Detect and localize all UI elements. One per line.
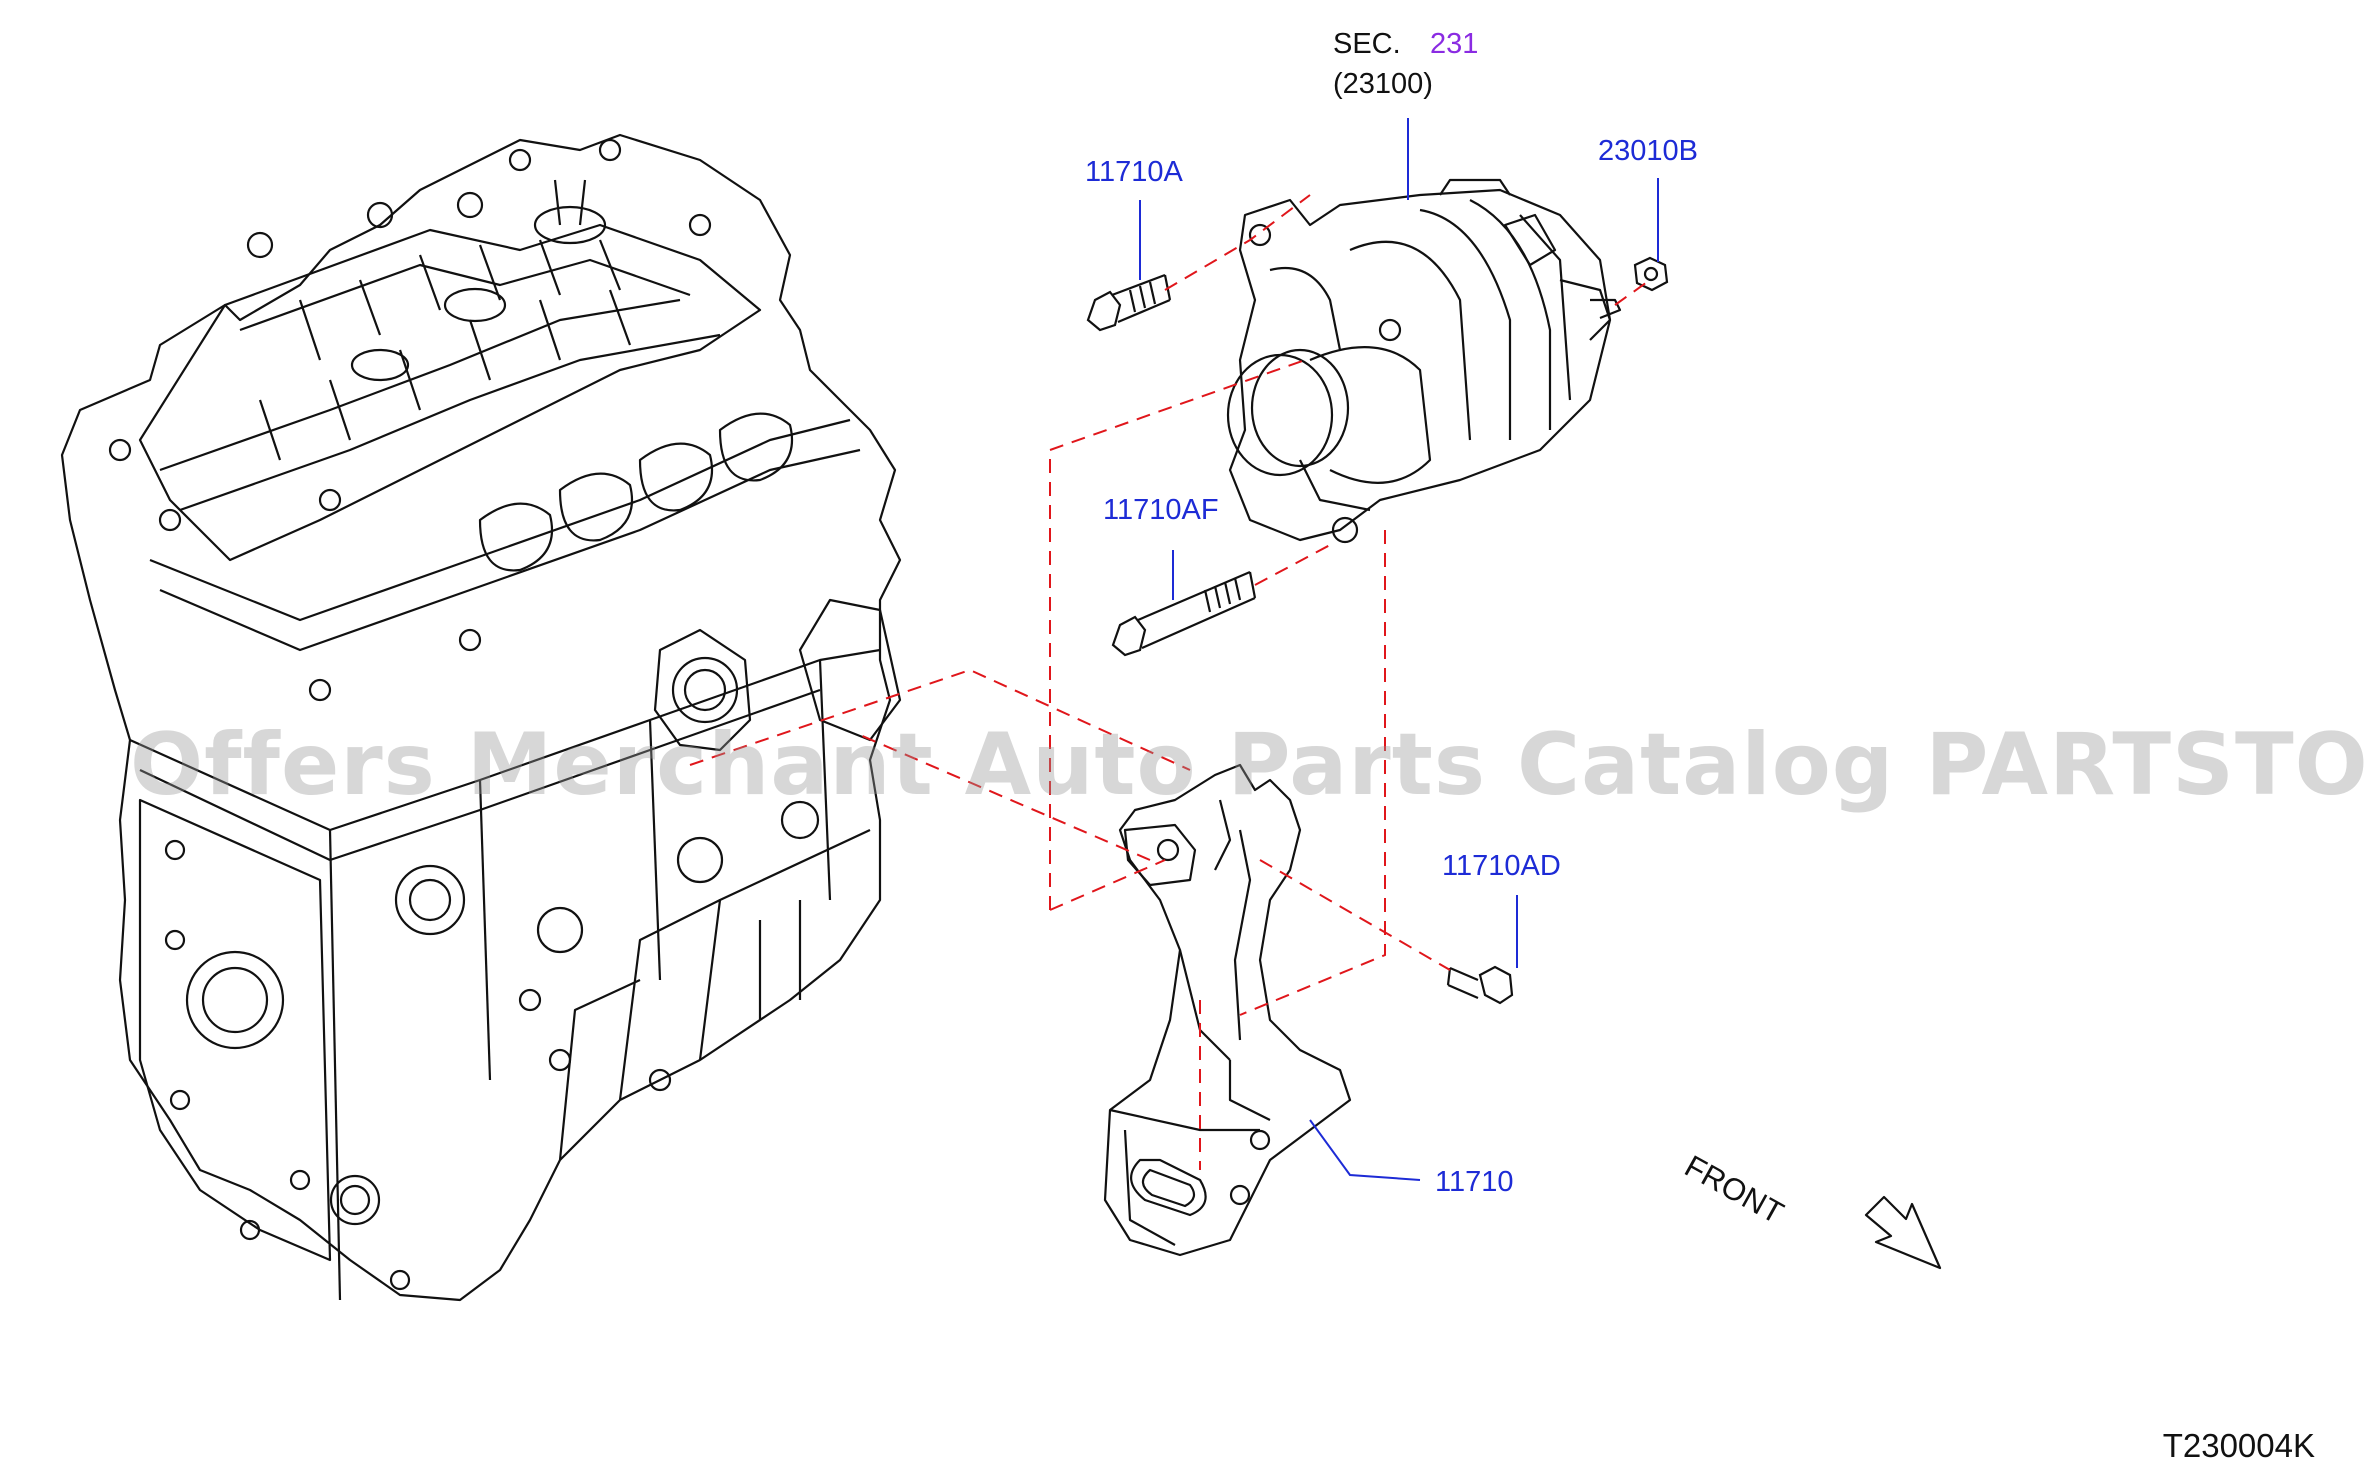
sec-prefix-label: SEC. (1333, 28, 1401, 60)
watermark-text: Offers Merchant Auto Parts Catalog PARTS… (130, 715, 2365, 815)
engine-block-drawing (60, 133, 902, 1302)
alternator-drawing (1226, 178, 1622, 544)
sec-231-link[interactable]: 231 (1430, 28, 1479, 60)
nut-23010B-drawing (1633, 256, 1669, 292)
sec-sub-label: (23100) (1333, 68, 1433, 100)
bolt-11710AD-drawing (1446, 965, 1514, 1005)
diagram-code: T230004K (2162, 1427, 2315, 1464)
bolt-11710A-drawing (1086, 273, 1172, 332)
part-link-11710AF[interactable]: 11710AF (1103, 494, 1219, 526)
part-link-11710AD[interactable]: 11710AD (1442, 850, 1561, 882)
part-link-11710[interactable]: 11710 (1435, 1166, 1514, 1198)
part-link-23010B[interactable]: 23010B (1598, 135, 1698, 167)
bolt-11710AF-drawing (1111, 570, 1257, 657)
leader-lines (1139, 118, 1659, 1181)
bracket-drawing (1103, 763, 1352, 1257)
assembly-guide-lines (689, 194, 1651, 1170)
part-link-11710A[interactable]: 11710A (1085, 156, 1183, 188)
front-arrow-icon (1864, 1195, 1942, 1270)
